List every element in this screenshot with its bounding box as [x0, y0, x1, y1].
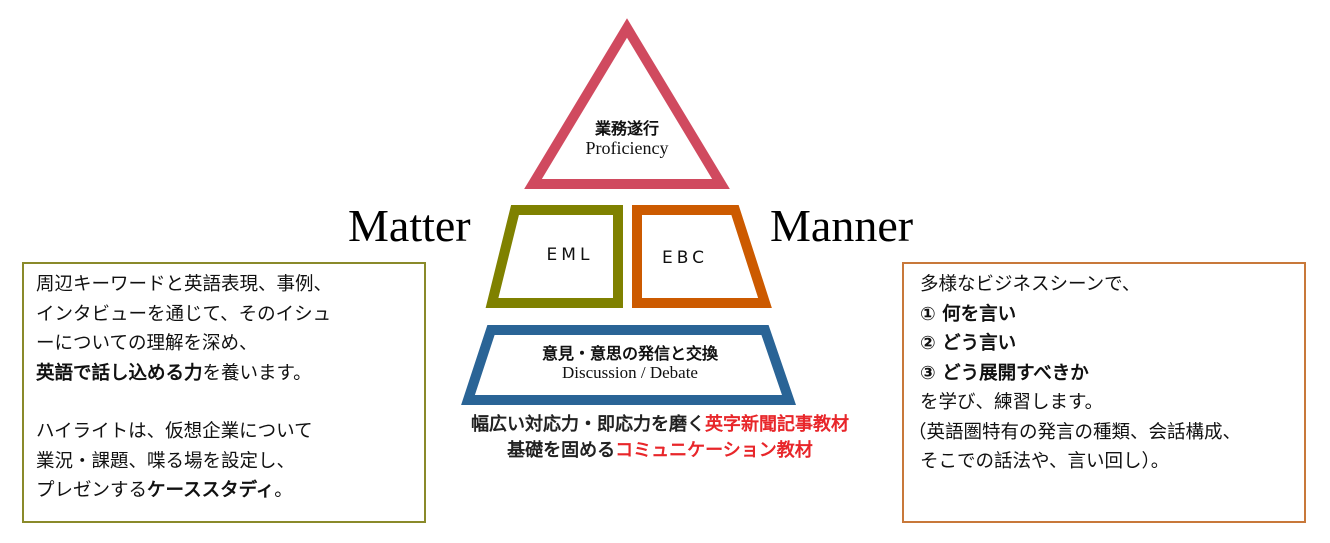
matter-bold: ケーススタディ [147, 480, 275, 501]
caption-2-highlight: コミュニケーション教材 [615, 440, 813, 461]
spacer [36, 388, 412, 417]
caption-2-text: 基礎を固める [507, 440, 616, 461]
matter-line: 周辺キーワードと英語表現、事例、 [36, 274, 333, 295]
proficiency-label: 業務遂行 Proficiency [567, 119, 687, 160]
manner-line: を学び、練習します。 [920, 392, 1104, 413]
proficiency-jp: 業務遂行 [594, 119, 659, 138]
matter-text: 。 [274, 480, 293, 501]
matter-label: Matter [348, 200, 471, 251]
discussion-en: Discussion / Debate [562, 363, 698, 383]
proficiency-triangle [524, 18, 730, 189]
matter-line: ハイライトは、仮想企業について [36, 421, 313, 442]
matter-description-box: 周辺キーワードと英語表現、事例、 インタビューを通じて、そのイシュ ーについての… [22, 262, 426, 523]
matter-line: プレゼンするケーススタディ。 [36, 476, 412, 506]
caption-1-highlight: 英字新聞記事教材 [705, 414, 849, 435]
matter-text: プレゼンする [36, 480, 148, 501]
manner-line: 多様なビジネスシーンで、 [920, 274, 1141, 295]
eml-trapezoid [485, 205, 623, 308]
matter-text: を養います。 [202, 362, 312, 384]
manner-item: ① 何を言い [920, 300, 1292, 330]
proficiency-en: Proficiency [585, 138, 669, 159]
manner-label: Manner [770, 200, 914, 251]
discussion-label: 意見・意思の発信と交換 Discussion / Debate [480, 344, 780, 384]
manner-description-box: 多様なビジネスシーンで、 ① 何を言い ② どう言い ③ どう展開すべきか を学… [902, 262, 1306, 523]
caption-1-text: 幅広い対応力・即応力を磨く [471, 414, 705, 435]
ebc-label: EBC [662, 248, 708, 268]
eml-label: EML [546, 245, 594, 265]
manner-line: （英語圏特有の発言の種類、会話構成、 [908, 421, 1242, 443]
manner-line: そこでの話法や、言い回し）。 [920, 451, 1170, 472]
matter-bold: 英語で話し込める力 [36, 362, 203, 384]
caption-line-1: 幅広い対応力・即応力を磨く英字新聞記事教材 [420, 412, 900, 437]
caption-line-2: 基礎を固めるコミュニケーション教材 [420, 438, 900, 463]
matter-line: ーについての理解を深め、 [36, 333, 258, 354]
discussion-trapezoid [461, 325, 796, 405]
discussion-jp: 意見・意思の発信と交換 [541, 344, 718, 363]
matter-line: 業況・課題、喋る場を設定し、 [36, 450, 296, 472]
matter-line: インタビューを通じて、そのイシュ [36, 303, 332, 325]
ebc-trapezoid [632, 205, 772, 308]
manner-item-text: ② どう言い [920, 333, 1017, 354]
manner-item-text: ① 何を言い [920, 303, 1017, 325]
manner-item-text: ③ どう展開すべきか [920, 362, 1089, 384]
matter-line: 英語で話し込める力を養います。 [36, 359, 412, 389]
manner-item: ② どう言い [920, 329, 1292, 359]
manner-item: ③ どう展開すべきか [920, 359, 1292, 389]
